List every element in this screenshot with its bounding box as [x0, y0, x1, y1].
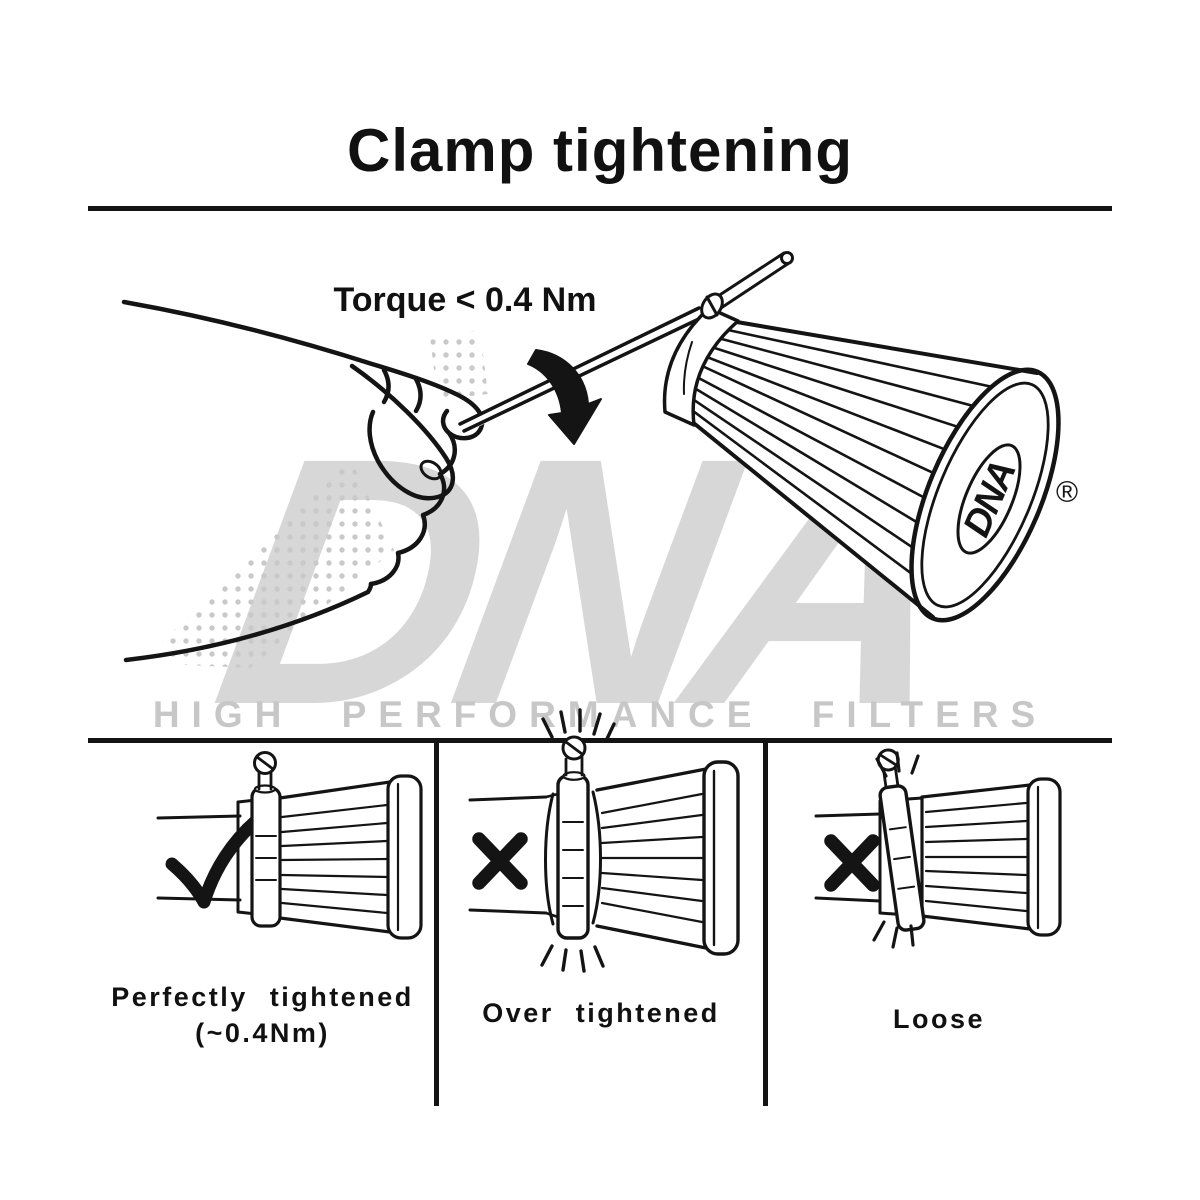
- cap-logo-oval: [956, 443, 1022, 555]
- section-divider: [88, 738, 1112, 743]
- panel-perfect-drawing: [156, 751, 423, 940]
- check-icon: [165, 814, 263, 909]
- filter-pleats: [280, 803, 389, 915]
- cross-icon: [824, 834, 880, 892]
- registered-mark: ®: [1056, 476, 1078, 509]
- panel-loose-drawing: [814, 748, 1062, 949]
- title-divider: [88, 206, 1112, 211]
- clamp: [556, 735, 590, 940]
- filter-pleats: [600, 792, 704, 924]
- halftone-dots: [162, 330, 488, 668]
- panel-over-label: Over tightened: [482, 998, 720, 1028]
- rubber-bulge-right: [591, 790, 602, 925]
- end-cap: [386, 774, 423, 940]
- end-cap: [1026, 777, 1062, 937]
- panel-perfect-sublabel: (~0.4Nm): [195, 1018, 330, 1048]
- torque-label: Torque < 0.4 Nm: [333, 281, 597, 319]
- shake-lines-top: [875, 751, 920, 778]
- hand-illustration: [121, 299, 485, 663]
- burst-lines-top: [541, 708, 616, 743]
- panel-divider-2: [763, 738, 768, 1106]
- filter-pleats: [924, 801, 1028, 913]
- pipe-lines: [468, 795, 548, 915]
- panel-loose-label: Loose: [892, 1004, 985, 1034]
- burst-lines-bottom: [540, 944, 605, 973]
- end-cap: [702, 760, 740, 956]
- page-title: Clamp tightening: [347, 117, 853, 184]
- clamp-loose: [876, 748, 926, 932]
- panel-perfect-label: Perfectly tightened: [111, 982, 414, 1012]
- air-filter: DNA ®: [662, 251, 1078, 623]
- panel-divider-1: [434, 738, 439, 1106]
- pipe-lines: [814, 812, 882, 903]
- clamp: [250, 751, 282, 928]
- rubber-bulge-left: [544, 792, 555, 926]
- rotation-arrow-icon: [527, 349, 602, 445]
- shake-lines-bottom: [872, 920, 915, 949]
- screwdriver: [456, 306, 706, 434]
- panel-over-drawing: [468, 708, 740, 973]
- clamp-screw: [700, 251, 794, 320]
- filter-clamp: [662, 306, 740, 427]
- cross-icon: [472, 832, 528, 890]
- filter-pleats: [681, 326, 1014, 588]
